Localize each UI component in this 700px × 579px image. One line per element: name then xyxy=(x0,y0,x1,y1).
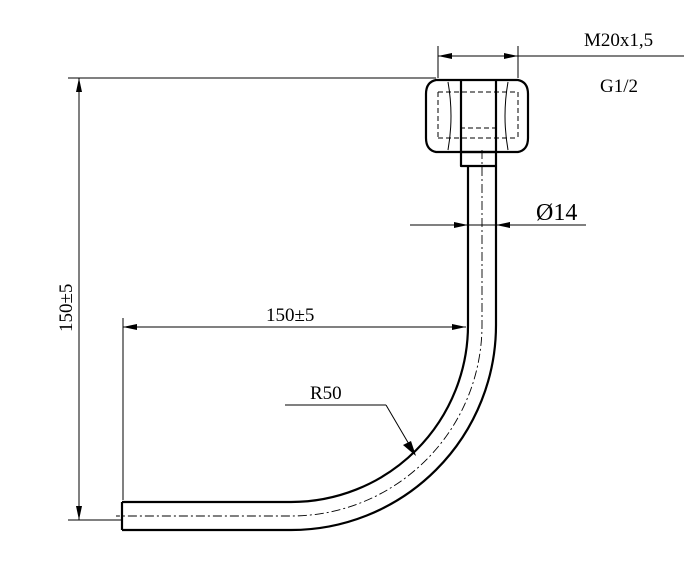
length-dimension: 150±5 xyxy=(122,305,466,500)
radius-callout: R50 xyxy=(285,383,416,456)
diameter-dimension: Ø14 xyxy=(410,200,586,228)
thread-callout: M20x1,5 G1/2 xyxy=(437,30,684,97)
radius-label: R50 xyxy=(310,383,342,404)
height-dim-label: 150±5 xyxy=(56,284,77,332)
thread-label: M20x1,5 xyxy=(584,30,653,51)
length-dim-label: 150±5 xyxy=(266,305,314,326)
hex-nut xyxy=(424,78,530,154)
diameter-label: Ø14 xyxy=(536,200,577,226)
pipe-collar xyxy=(459,150,498,168)
pipe-thread-label: G1/2 xyxy=(600,76,638,97)
height-dimension: 150±5 xyxy=(56,77,436,521)
bent-pipe xyxy=(116,150,498,532)
